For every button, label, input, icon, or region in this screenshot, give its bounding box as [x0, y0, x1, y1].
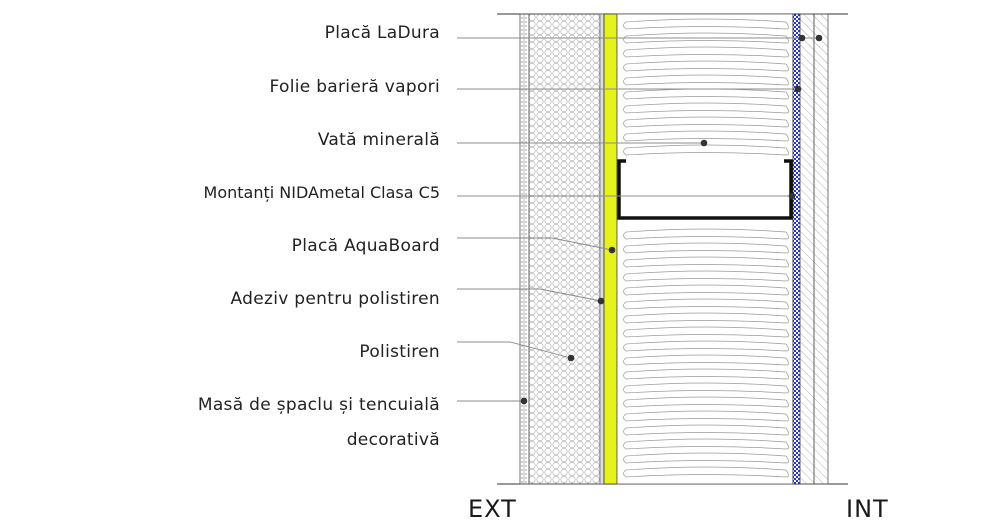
wool-fiber	[623, 466, 789, 478]
dot-placa-ladura-a	[798, 34, 806, 42]
dot-polistiren	[567, 354, 575, 362]
wool-fiber	[623, 116, 789, 128]
leader-polistiren	[457, 341, 572, 359]
wool-fiber	[623, 102, 789, 114]
wool-fiber	[623, 382, 789, 394]
dot-folie	[794, 85, 802, 93]
ladura-board-layer-1	[799, 13, 815, 485]
label-montanti: Montanți NIDAmetal Clasa C5	[203, 183, 440, 202]
wool-fiber	[623, 368, 789, 380]
leader-lines	[457, 37, 819, 402]
leader-aquaboard	[457, 237, 613, 251]
label-polistiren: Polistiren	[359, 342, 440, 362]
label-masa-spaclu-line2: decorativă	[346, 430, 440, 450]
dot-adeziv	[597, 297, 605, 305]
dot-placa-ladura-b	[815, 34, 823, 42]
wool-fiber	[623, 130, 789, 142]
wool-fiber	[623, 256, 789, 268]
leader-dots	[520, 34, 823, 405]
wool-fiber	[623, 18, 789, 30]
wool-fiber	[623, 354, 789, 366]
interior-label: INT	[846, 495, 889, 523]
wool-fiber	[623, 270, 789, 282]
wool-fiber	[623, 60, 789, 72]
wool-fiber	[623, 144, 789, 156]
label-vata-minerala: Vată minerală	[317, 130, 440, 150]
vapor-barrier-layer	[792, 13, 801, 485]
wool-fiber	[623, 242, 789, 254]
wool-fiber	[623, 424, 789, 436]
label-placa-ladura: Placă LaDura	[324, 23, 440, 43]
polystyrene-layer	[528, 13, 601, 485]
wool-fiber	[623, 32, 789, 44]
wool-fiber	[623, 340, 789, 352]
wool-fiber	[623, 228, 789, 240]
label-folie-bariera-vapori: Folie barieră vapori	[269, 77, 440, 97]
ladura-board-layer-2	[813, 13, 829, 485]
wool-fiber	[623, 74, 789, 86]
wool-fiber	[623, 410, 789, 422]
dot-masa	[520, 397, 528, 405]
label-adeziv-polistiren: Adeziv pentru polistiren	[230, 289, 440, 309]
wool-fiber	[623, 326, 789, 338]
wool-fiber	[623, 438, 789, 450]
leader-adeziv	[457, 288, 602, 302]
wool-fiber	[623, 284, 789, 296]
label-placa-aquaboard: Placă AquaBoard	[291, 236, 440, 256]
wool-fiber	[623, 396, 789, 408]
wool-fiber	[623, 298, 789, 310]
dot-montanti	[788, 192, 796, 200]
metal-c-profile	[617, 159, 793, 220]
dot-vata	[700, 139, 708, 147]
adhesive-layer	[599, 13, 605, 485]
dot-aquaboard	[608, 246, 616, 254]
mineral-wool-layer	[616, 13, 794, 485]
wool-fiber	[623, 46, 789, 58]
exterior-label: EXT	[468, 495, 517, 523]
wool-fiber	[623, 312, 789, 324]
label-masa-spaclu-line1: Masă de șpaclu și tencuială	[197, 395, 440, 415]
render-layer	[519, 13, 530, 485]
wool-fiber	[623, 452, 789, 464]
